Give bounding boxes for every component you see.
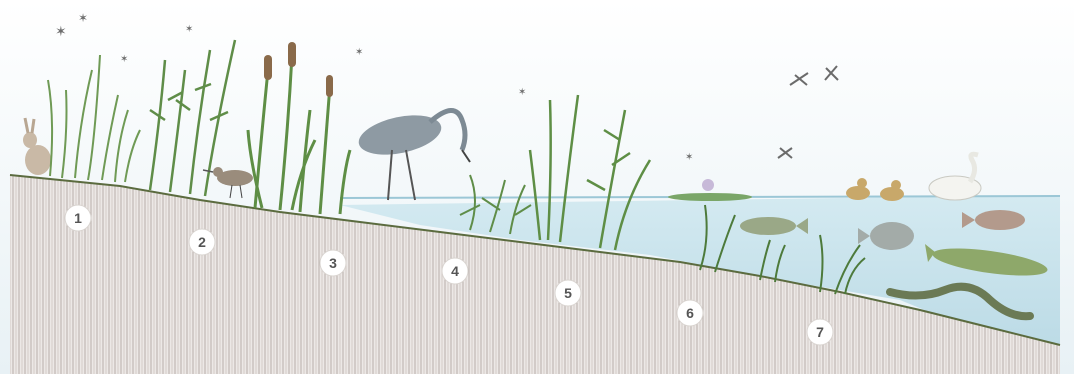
svg-text:✶: ✶	[55, 24, 67, 40]
svg-text:✶: ✶	[185, 24, 193, 35]
zone-marker-7: 7	[807, 319, 833, 345]
zone-marker-1: 1	[65, 205, 91, 231]
svg-text:✶: ✶	[518, 87, 526, 98]
zone-marker-2: 2	[189, 229, 215, 255]
zone-marker-4: 4	[442, 258, 468, 284]
svg-text:✶: ✶	[78, 11, 88, 25]
zone-number-4: 4	[451, 263, 459, 279]
zone-number-1: 1	[74, 210, 82, 226]
svg-text:✶: ✶	[120, 54, 128, 65]
zone-number-3: 3	[329, 255, 337, 271]
zone-marker-6: 6	[677, 300, 703, 326]
zone-marker-3: 3	[320, 250, 346, 276]
zone-marker-5: 5	[555, 280, 581, 306]
zone-number-5: 5	[564, 285, 572, 301]
zone-number-7: 7	[816, 324, 824, 340]
zone-number-6: 6	[686, 305, 694, 321]
zone-number-2: 2	[198, 234, 206, 250]
svg-text:✶: ✶	[355, 47, 363, 58]
svg-text:✶: ✶	[685, 152, 693, 163]
